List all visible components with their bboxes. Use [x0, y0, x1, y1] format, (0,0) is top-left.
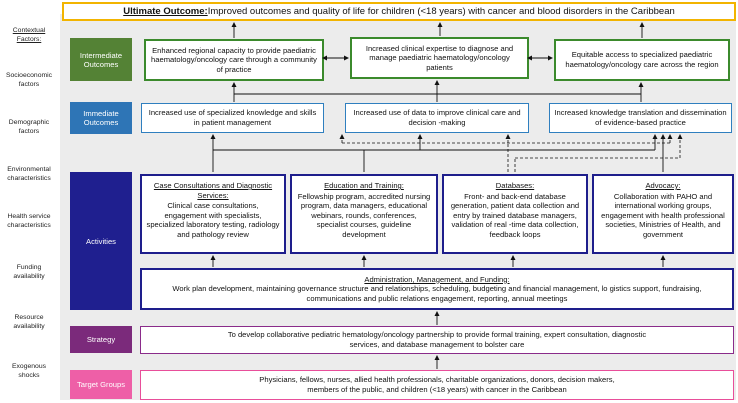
activity-2-title: Education and Training: — [324, 181, 404, 190]
immediate-outcome-2: Increased use of data to improve clinica… — [345, 103, 529, 133]
immediate-outcome-3: Increased knowledge translation and diss… — [549, 103, 732, 133]
activity-advocacy: Advocacy: Collaboration with PAHO and in… — [592, 174, 734, 254]
activity-4-title: Advocacy: — [645, 181, 681, 190]
context-exogenous: Exogenous shocks — [11, 363, 46, 379]
activity-1-body: Clinical case consultations, engagement … — [146, 201, 280, 239]
row-label-activities: Activities — [70, 172, 132, 310]
immediate-outcome-1: Increased use of specialized knowledge a… — [141, 103, 324, 133]
row-label-intermediate: Intermediate Outcomes — [70, 38, 132, 81]
context-health-service: Health service characteristics — [7, 213, 51, 229]
activity-databases: Databases: Front- and back-end database … — [442, 174, 588, 254]
activity-3-title: Databases: — [495, 181, 535, 190]
target-groups-box: Physicians, fellows, nurses, allied heal… — [140, 370, 734, 400]
row-label-immediate: Immediate Outcomes — [70, 102, 132, 134]
activity-3-body: Front- and back-end database generation,… — [450, 191, 580, 239]
activity-4-body: Collaboration with PAHO and internationa… — [601, 191, 725, 239]
context-funding: Funding availability — [13, 264, 45, 280]
administration-box: Administration, Management, and Funding:… — [140, 268, 734, 310]
intermediate-outcome-3: Equitable access to specialized paediatr… — [554, 39, 730, 81]
row-label-strategy: Strategy — [70, 326, 132, 353]
administration-body: Work plan development, maintaining gover… — [172, 284, 702, 303]
administration-title: Administration, Management, and Funding: — [364, 274, 510, 284]
intermediate-outcome-2: Increased clinical expertise to diagnose… — [350, 37, 529, 79]
ultimate-outcome-box: Ultimate Outcome: Improved outcomes and … — [62, 2, 736, 21]
context-resource: Resource availability — [13, 314, 45, 330]
activity-education-training: Education and Training: Fellowship progr… — [290, 174, 438, 254]
intermediate-outcome-1: Enhanced regional capacity to provide pa… — [144, 39, 324, 81]
ultimate-outcome-label: Ultimate Outcome: — [123, 6, 208, 17]
activity-2-body: Fellowship program, accredited nursing p… — [297, 191, 431, 239]
context-demographic: Demographic factors — [8, 119, 50, 135]
context-environmental: Environmental characteristics — [7, 166, 51, 182]
context-socioeconomic: Socioeconomic factors — [5, 72, 53, 88]
strategy-box: To develop collaborative pediatric hemat… — [140, 326, 734, 354]
activity-1-title: Case Consultations and Diagnostic Servic… — [153, 181, 273, 200]
row-label-target: Target Groups — [70, 370, 132, 399]
activity-case-consultations: Case Consultations and Diagnostic Servic… — [140, 174, 286, 254]
contextual-factors-title: Contextual Factors: — [12, 27, 46, 43]
ultimate-outcome-text: Improved outcomes and quality of life fo… — [207, 6, 675, 17]
